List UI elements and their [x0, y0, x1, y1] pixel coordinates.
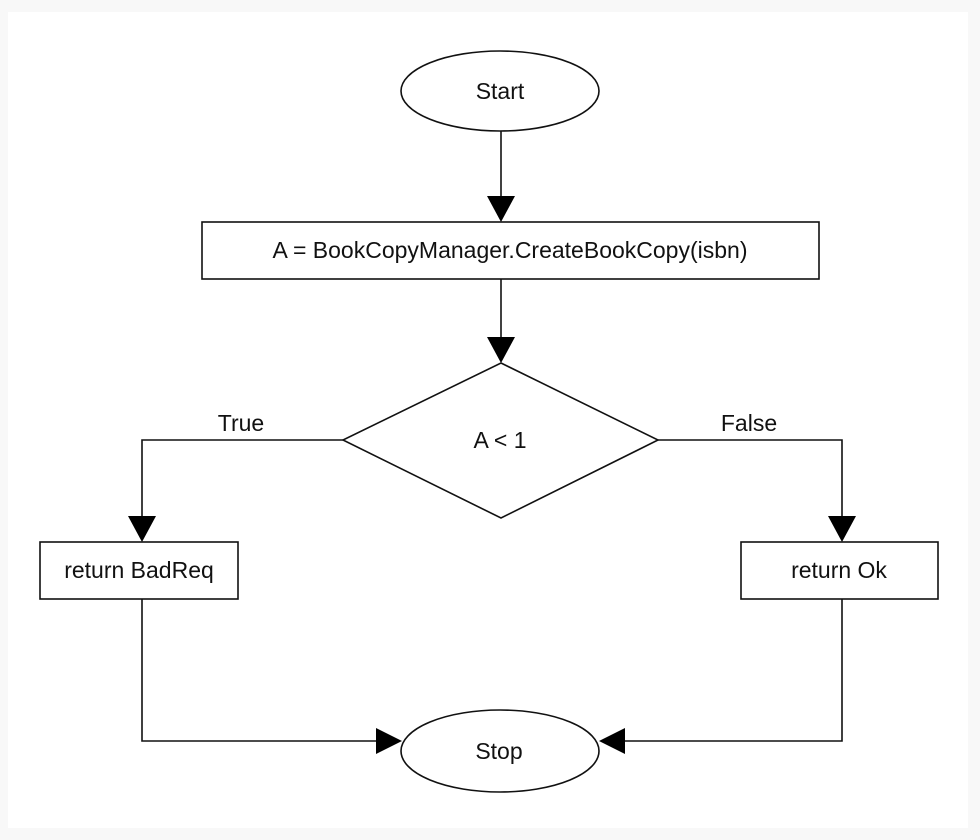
- node-return-badreq: return BadReq: [39, 541, 239, 600]
- start-ellipse: [400, 50, 600, 132]
- edge-badreq-to-stop: [141, 599, 402, 754]
- arrowhead-decision-false: [828, 516, 856, 542]
- return-badreq-label: return BadReq: [64, 557, 214, 583]
- decision-diamond: [341, 362, 660, 519]
- node-decision: A < 1: [341, 362, 660, 519]
- stop-ellipse: [400, 709, 600, 793]
- return-ok-box: [740, 541, 939, 600]
- start-label: Start: [476, 78, 525, 104]
- arrowhead-badreq-to-stop: [376, 728, 402, 754]
- node-process: A = BookCopyManager.CreateBookCopy(isbn): [201, 221, 820, 280]
- arrowhead-ok-to-stop: [599, 728, 625, 754]
- process-label: A = BookCopyManager.CreateBookCopy(isbn): [273, 237, 748, 263]
- arrowhead-start-to-process: [487, 196, 515, 222]
- return-ok-label: return Ok: [791, 557, 887, 583]
- edge-process-to-decision: [487, 279, 515, 363]
- node-start: Start: [400, 50, 600, 132]
- node-return-ok: return Ok: [740, 541, 939, 600]
- edge-decision-true: [128, 439, 343, 542]
- edge-label-false: False: [721, 410, 777, 436]
- edges: [128, 131, 856, 754]
- edge-start-to-process: [487, 131, 515, 222]
- edge-label-true: True: [218, 410, 264, 436]
- edge-ok-to-stop: [599, 599, 843, 754]
- node-stop: Stop: [400, 709, 600, 793]
- stop-label: Stop: [475, 738, 522, 764]
- edge-decision-false: [658, 439, 856, 542]
- return-badreq-box: [39, 541, 239, 600]
- arrowhead-process-to-decision: [487, 337, 515, 363]
- decision-label: A < 1: [473, 427, 526, 453]
- process-box: [201, 221, 820, 280]
- arrowhead-decision-true: [128, 516, 156, 542]
